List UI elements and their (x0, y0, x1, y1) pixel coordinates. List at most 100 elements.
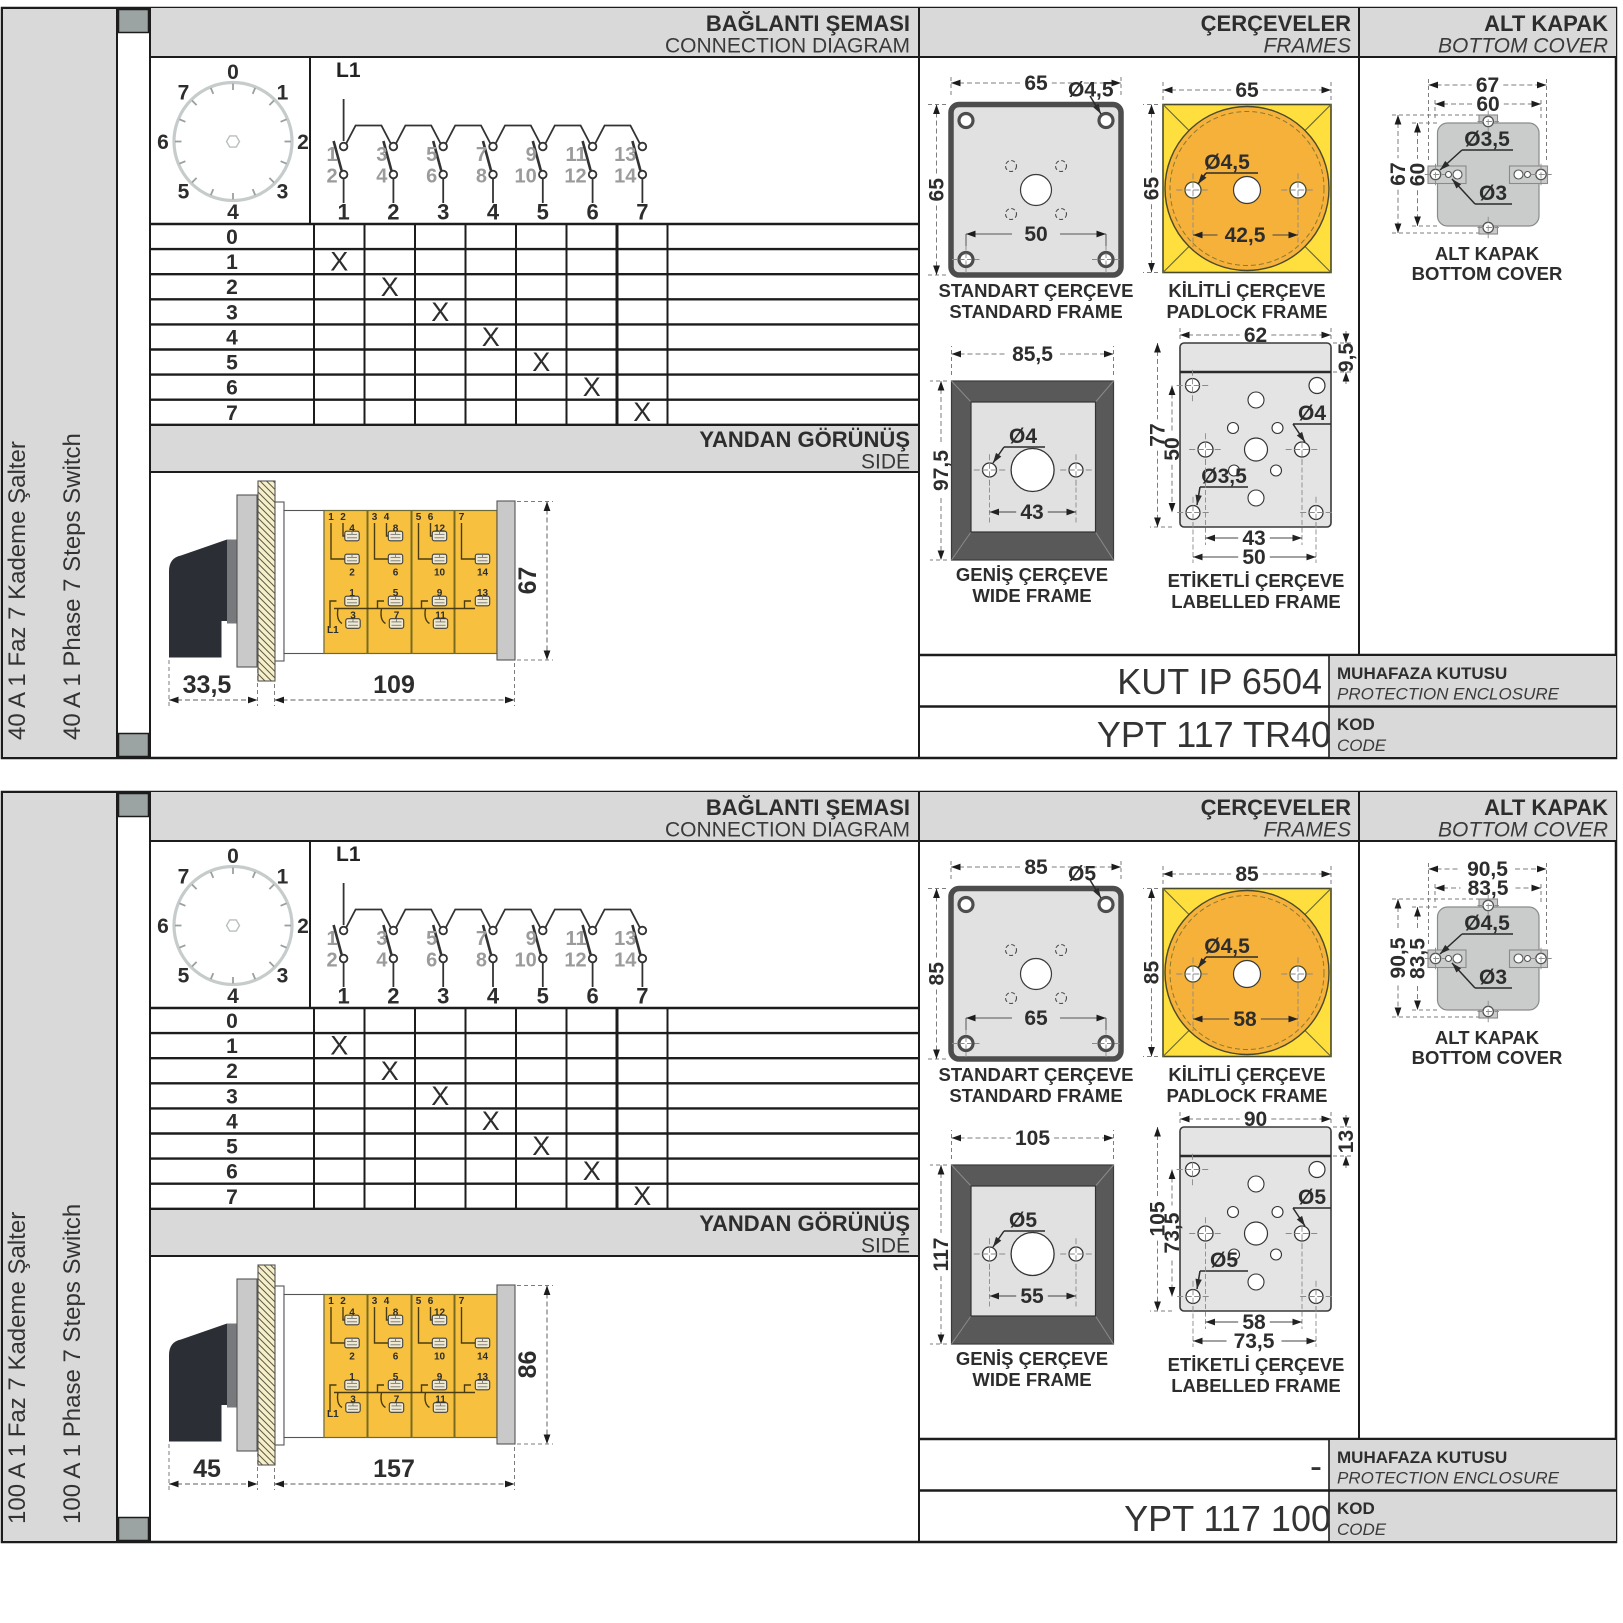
svg-text:7: 7 (178, 82, 190, 105)
svg-text:14: 14 (614, 950, 637, 972)
svg-text:7: 7 (226, 402, 238, 425)
svg-text:65: 65 (1024, 1007, 1048, 1030)
svg-text:7: 7 (459, 1296, 465, 1307)
svg-text:67: 67 (1387, 162, 1410, 185)
svg-text:77: 77 (1147, 423, 1170, 446)
svg-text:3: 3 (437, 200, 449, 225)
svg-text:5: 5 (226, 352, 238, 375)
svg-text:1: 1 (328, 1296, 334, 1307)
svg-text:BOTTOM COVER: BOTTOM COVER (1412, 263, 1563, 284)
svg-text:6: 6 (428, 512, 434, 523)
svg-text:2: 2 (297, 915, 309, 938)
svg-text:6: 6 (393, 568, 399, 579)
svg-text:3: 3 (277, 181, 289, 204)
svg-text:55: 55 (1020, 1285, 1044, 1308)
svg-text:85: 85 (926, 962, 949, 986)
svg-text:X: X (583, 372, 601, 402)
svg-text:100 A 1 Faz 7 Kademe Şalter: 100 A 1 Faz 7 Kademe Şalter (4, 1212, 31, 1524)
svg-text:45: 45 (193, 1455, 221, 1483)
svg-text:1: 1 (337, 200, 349, 225)
svg-text:109: 109 (373, 671, 415, 699)
svg-text:6: 6 (157, 131, 169, 154)
svg-text:83,5: 83,5 (1468, 877, 1509, 900)
svg-text:4: 4 (384, 1296, 390, 1307)
svg-text:LABELLED FRAME: LABELLED FRAME (1171, 1375, 1341, 1396)
svg-text:50: 50 (1024, 223, 1047, 246)
svg-text:ALT KAPAK: ALT KAPAK (1435, 243, 1540, 264)
svg-text:STANDART ÇERÇEVE: STANDART ÇERÇEVE (939, 1064, 1134, 1085)
svg-text:65: 65 (1024, 72, 1048, 95)
svg-text:WIDE FRAME: WIDE FRAME (972, 1369, 1091, 1390)
svg-text:9: 9 (526, 144, 537, 166)
svg-text:CODE: CODE (1337, 736, 1387, 755)
svg-text:117: 117 (930, 1238, 953, 1272)
svg-text:Ø4,5: Ø4,5 (1204, 151, 1250, 174)
svg-text:2: 2 (226, 1060, 238, 1083)
svg-text:5: 5 (426, 144, 437, 166)
svg-text:FRAMES: FRAMES (1263, 35, 1351, 58)
svg-text:2: 2 (340, 512, 346, 523)
svg-text:Ø5: Ø5 (1210, 1249, 1238, 1272)
svg-text:5: 5 (416, 512, 422, 523)
svg-text:ALT KAPAK: ALT KAPAK (1435, 1027, 1540, 1048)
svg-text:KOD: KOD (1337, 715, 1375, 734)
svg-text:11: 11 (435, 1395, 446, 1406)
svg-text:Ø4,5: Ø4,5 (1068, 79, 1114, 102)
svg-text:PADLOCK FRAME: PADLOCK FRAME (1166, 301, 1327, 322)
svg-text:YANDAN GÖRÜNÜŞ: YANDAN GÖRÜNÜŞ (699, 1211, 910, 1236)
svg-text:7: 7 (178, 866, 190, 889)
svg-text:85: 85 (1024, 856, 1048, 879)
svg-text:Ø4: Ø4 (1298, 402, 1326, 425)
svg-text:85: 85 (1235, 863, 1259, 886)
svg-text:1: 1 (337, 984, 349, 1009)
svg-text:33,5: 33,5 (183, 671, 232, 699)
svg-text:90: 90 (1244, 1108, 1267, 1131)
svg-text:40 A 1 Phase 7 Steps Switch: 40 A 1 Phase 7 Steps Switch (59, 433, 86, 740)
svg-text:4: 4 (376, 166, 388, 188)
svg-text:3: 3 (226, 301, 238, 324)
svg-text:X: X (381, 272, 399, 302)
svg-text:12: 12 (434, 1308, 446, 1319)
svg-text:6: 6 (226, 1161, 238, 1184)
svg-text:CONNECTION DIAGRAM: CONNECTION DIAGRAM (665, 35, 910, 58)
svg-text:10: 10 (434, 568, 446, 579)
svg-text:BAĞLANTI ŞEMASI: BAĞLANTI ŞEMASI (706, 11, 910, 36)
svg-text:58: 58 (1242, 1311, 1266, 1334)
svg-text:BAĞLANTI ŞEMASI: BAĞLANTI ŞEMASI (706, 795, 910, 820)
svg-text:SIDE: SIDE (861, 451, 910, 474)
svg-text:9: 9 (437, 588, 443, 599)
svg-text:43: 43 (1242, 527, 1265, 550)
svg-text:14: 14 (614, 166, 637, 188)
svg-text:4: 4 (227, 985, 239, 1008)
svg-text:11: 11 (565, 928, 586, 950)
svg-text:7: 7 (226, 1186, 238, 1209)
svg-text:3: 3 (372, 1296, 378, 1307)
svg-text:6: 6 (393, 1352, 399, 1363)
svg-text:X: X (532, 347, 550, 377)
svg-text:BOTTOM COVER: BOTTOM COVER (1438, 819, 1608, 842)
svg-text:13: 13 (614, 144, 636, 166)
svg-text:7: 7 (476, 928, 487, 950)
svg-text:L1: L1 (336, 59, 361, 82)
svg-text:1: 1 (328, 512, 334, 523)
svg-text:85,5: 85,5 (1012, 343, 1053, 366)
svg-text:WIDE FRAME: WIDE FRAME (972, 585, 1091, 606)
svg-text:2: 2 (326, 166, 337, 188)
svg-text:4: 4 (376, 950, 388, 972)
svg-text:6: 6 (586, 200, 598, 225)
svg-text:5: 5 (537, 984, 549, 1009)
svg-text:YPT 117 TR40: YPT 117 TR40 (1097, 714, 1331, 755)
svg-text:X: X (583, 1156, 601, 1186)
svg-text:6: 6 (428, 1296, 434, 1307)
svg-text:7: 7 (459, 512, 465, 523)
svg-text:97,5: 97,5 (930, 450, 953, 491)
svg-text:6: 6 (426, 950, 437, 972)
svg-text:2: 2 (297, 131, 309, 154)
svg-text:90,5: 90,5 (1387, 937, 1410, 978)
svg-text:86: 86 (514, 1351, 542, 1379)
svg-text:X: X (633, 397, 651, 427)
svg-text:90,5: 90,5 (1467, 858, 1508, 881)
svg-text:ÇERÇEVELER: ÇERÇEVELER (1201, 795, 1351, 820)
svg-text:42,5: 42,5 (1225, 224, 1266, 247)
svg-text:65: 65 (1141, 177, 1164, 201)
